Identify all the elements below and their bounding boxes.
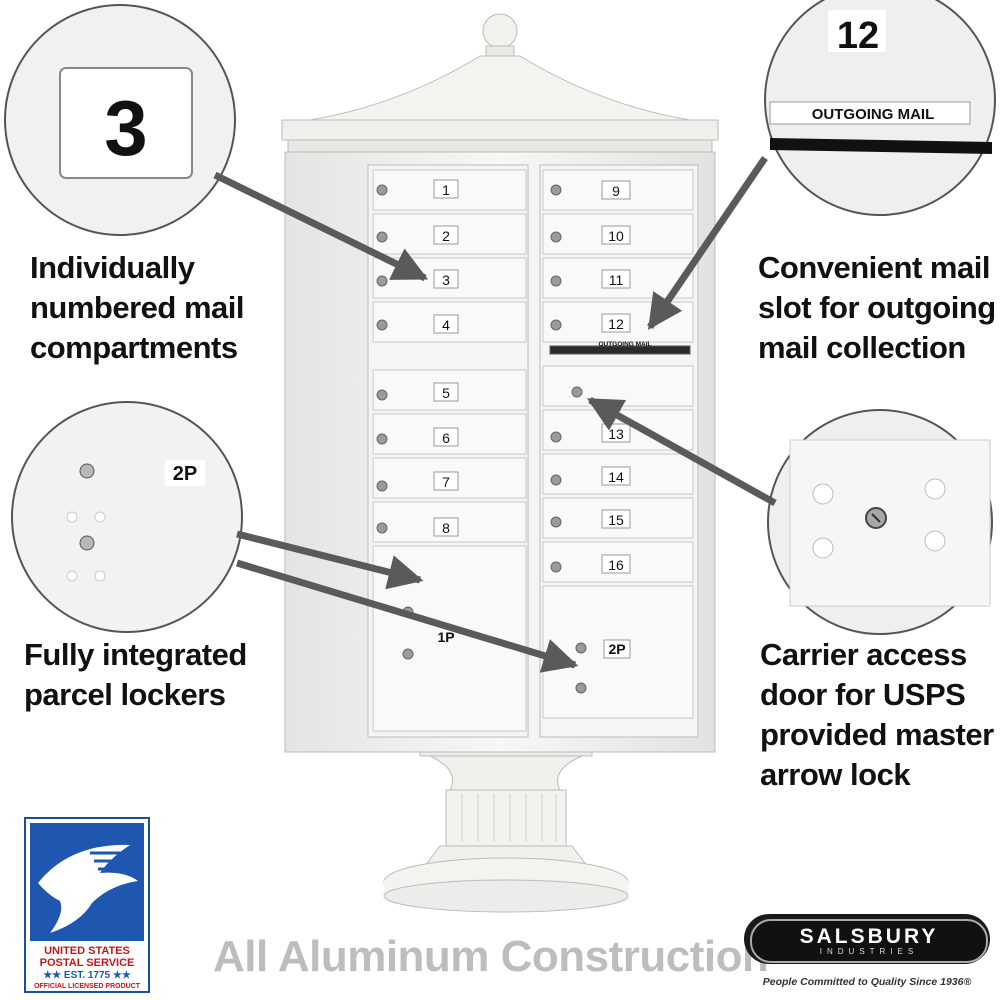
zoom-circle-carrier-lock bbox=[767, 409, 993, 635]
compartment-number: 2 bbox=[442, 228, 450, 244]
parcel-label-1p: 1P bbox=[437, 629, 454, 645]
usps-line-2: POSTAL SERVICE bbox=[39, 957, 135, 969]
brand-sub: INDUSTRIES bbox=[819, 947, 919, 956]
compartment-number: 13 bbox=[608, 426, 624, 442]
right-number-tags bbox=[601, 180, 631, 574]
feature-carrier-access: Carrier access door for USPS provided ma… bbox=[760, 637, 994, 792]
brand-name: SALSBURY bbox=[799, 925, 939, 948]
zoom-door-number: 3 bbox=[104, 84, 147, 172]
compartment-number: 12 bbox=[608, 316, 624, 332]
zoom-parcel-tag: 2P bbox=[173, 463, 197, 485]
left-number-tags bbox=[433, 179, 459, 537]
arrow-to-parcel-locker-1p bbox=[236, 530, 424, 590]
arrow-to-carrier-lock bbox=[586, 396, 777, 507]
eagle-icon bbox=[38, 844, 138, 933]
carrier-access-door bbox=[542, 365, 694, 407]
zoom-slot-number: 12 bbox=[837, 15, 879, 57]
tagline: All Aluminum Construction bbox=[213, 932, 769, 981]
outgoing-slot bbox=[549, 345, 691, 355]
outgoing-slot-label: OUTGOING MAIL bbox=[598, 341, 651, 348]
pedestal bbox=[383, 737, 629, 913]
compartment-number: 1 bbox=[442, 182, 450, 198]
arrow-to-outgoing-slot bbox=[647, 156, 768, 330]
compartment-number: 15 bbox=[608, 512, 624, 528]
parcel-label-2p: 2P bbox=[608, 641, 625, 657]
feature-outgoing-slot: Convenient mail slot for outgoing mail c… bbox=[758, 250, 996, 365]
compartment-number: 4 bbox=[442, 317, 450, 333]
compartment-number: 8 bbox=[442, 520, 450, 536]
compartment-number: 3 bbox=[442, 272, 450, 288]
callout-arrows bbox=[213, 156, 777, 673]
compartment-number: 9 bbox=[612, 183, 620, 199]
usps-badge: UNITED STATES POSTAL SERVICE ★★ EST. 177… bbox=[24, 817, 150, 993]
zoom-slot-label: OUTGOING MAIL bbox=[812, 106, 935, 123]
compartment-number: 16 bbox=[608, 557, 624, 573]
compartment-number: 10 bbox=[608, 228, 624, 244]
logo-frame: SALSBURY INDUSTRIES bbox=[750, 919, 988, 963]
roof bbox=[281, 13, 719, 153]
feature-numbered-compartments: Individually numbered mail compartments bbox=[30, 250, 245, 365]
arrow-to-parcel-locker-2p bbox=[235, 559, 579, 673]
zoom-circle-outgoing-slot: 12 OUTGOING MAIL bbox=[764, 0, 996, 216]
usps-line-1: UNITED STATES bbox=[44, 945, 130, 957]
zoom-circle-parcel-lock: 2P bbox=[11, 401, 243, 633]
usps-eagle-logo bbox=[30, 823, 144, 941]
usps-line-4: OFFICIAL LICENSED PRODUCT bbox=[33, 983, 141, 990]
compartment-number: 14 bbox=[608, 469, 624, 485]
compartment-number: 5 bbox=[442, 385, 450, 401]
feature-parcel-lockers: Fully integrated parcel lockers bbox=[24, 637, 247, 712]
zoom-circle-door-number: 3 bbox=[4, 4, 236, 236]
salsbury-logo: SALSBURY INDUSTRIES bbox=[744, 914, 990, 964]
compartment-locks bbox=[376, 184, 587, 694]
usps-line-3: ★★ EST. 1775 ★★ bbox=[43, 970, 131, 981]
arrow-to-numbered-door bbox=[213, 171, 429, 282]
brand-slogan: People Committed to Quality Since 1936® bbox=[762, 976, 972, 988]
compartment-number: 7 bbox=[442, 474, 450, 490]
compartment-number: 11 bbox=[609, 272, 624, 288]
compartment-number: 6 bbox=[442, 430, 450, 446]
